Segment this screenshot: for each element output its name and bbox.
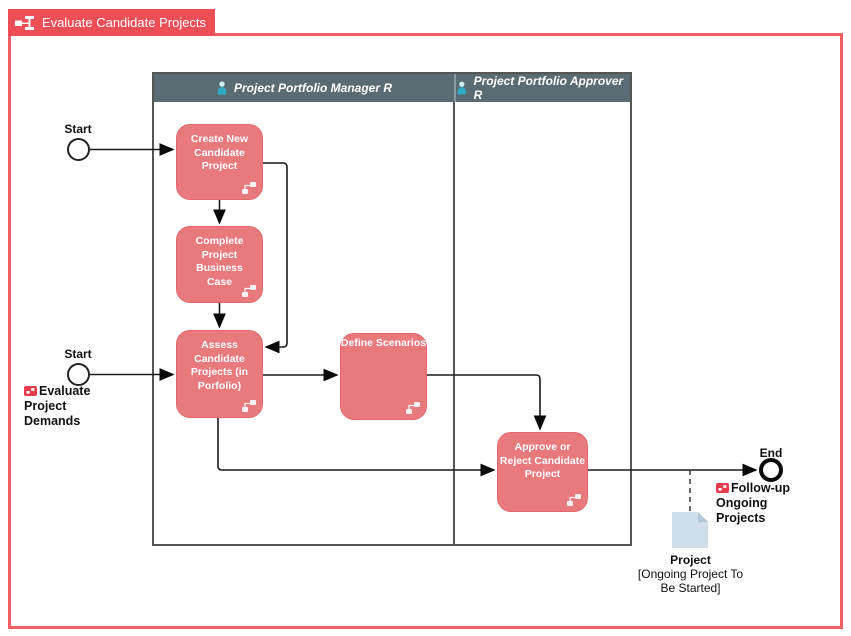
task-label: Assess Candidate Projects (in Porfolio) bbox=[190, 339, 249, 392]
task-label: Create New Candidate Project bbox=[190, 133, 249, 173]
process-corner-icon bbox=[242, 182, 256, 194]
document-subtitle: [Ongoing Project To Be Started] bbox=[637, 567, 744, 596]
process-corner-icon bbox=[242, 400, 256, 412]
lane-label: Project Portfolio Approver R bbox=[473, 74, 624, 102]
annotation-label: Evaluate Project Demands bbox=[24, 384, 91, 428]
end-event[interactable] bbox=[759, 458, 783, 482]
task-label: Define Scenarios bbox=[340, 337, 427, 349]
process-mini-icon bbox=[24, 386, 37, 396]
task-define-scenarios[interactable]: Define Scenarios bbox=[340, 333, 427, 420]
document-title: Project bbox=[670, 553, 711, 567]
process-mini-icon bbox=[716, 483, 729, 493]
annotation-label: Follow-up Ongoing Projects bbox=[716, 481, 791, 525]
start1-label: Start bbox=[64, 122, 92, 136]
process-hierarchy-icon bbox=[15, 15, 34, 30]
lane-header-portfolio-approver[interactable]: Project Portfolio Approver R bbox=[454, 74, 630, 102]
process-corner-icon bbox=[406, 402, 420, 414]
start-event-1[interactable] bbox=[67, 138, 90, 161]
lane-headers: Project Portfolio Manager R Project Port… bbox=[154, 74, 630, 102]
task-assess-candidate-projects[interactable]: Assess Candidate Projects (in Porfolio) bbox=[176, 330, 263, 418]
task-complete-project-business-case[interactable]: Complete Project Business Case bbox=[176, 226, 263, 303]
diagram-border bbox=[8, 33, 843, 629]
swimlane-pool: Project Portfolio Manager R Project Port… bbox=[152, 72, 632, 546]
annotation-follow-up-ongoing-projects[interactable]: Follow-up Ongoing Projects bbox=[716, 481, 828, 526]
task-label: Complete Project Business Case bbox=[195, 235, 244, 288]
task-label: Approve or Reject Candidate Project bbox=[499, 441, 586, 481]
person-icon bbox=[217, 81, 227, 95]
task-create-new-candidate-project[interactable]: Create New Candidate Project bbox=[176, 124, 263, 200]
diagram-title: Evaluate Candidate Projects bbox=[42, 15, 207, 30]
document-label: Project [Ongoing Project To Be Started] bbox=[630, 553, 751, 596]
start-event-2[interactable] bbox=[67, 363, 90, 386]
task-approve-or-reject-candidate-project[interactable]: Approve or Reject Candidate Project bbox=[497, 432, 588, 512]
start2-label: Start bbox=[64, 347, 92, 361]
diagram-title-tab[interactable]: Evaluate Candidate Projects bbox=[8, 9, 215, 36]
process-corner-icon bbox=[567, 494, 581, 506]
lane-label: Project Portfolio Manager R bbox=[233, 81, 393, 95]
end-label: End bbox=[759, 446, 783, 460]
annotation-evaluate-project-demands[interactable]: Evaluate Project Demands bbox=[24, 384, 128, 429]
lane-header-portfolio-manager[interactable]: Project Portfolio Manager R bbox=[154, 74, 454, 102]
process-corner-icon bbox=[242, 285, 256, 297]
lane-divider bbox=[453, 74, 455, 544]
person-icon bbox=[457, 81, 466, 95]
